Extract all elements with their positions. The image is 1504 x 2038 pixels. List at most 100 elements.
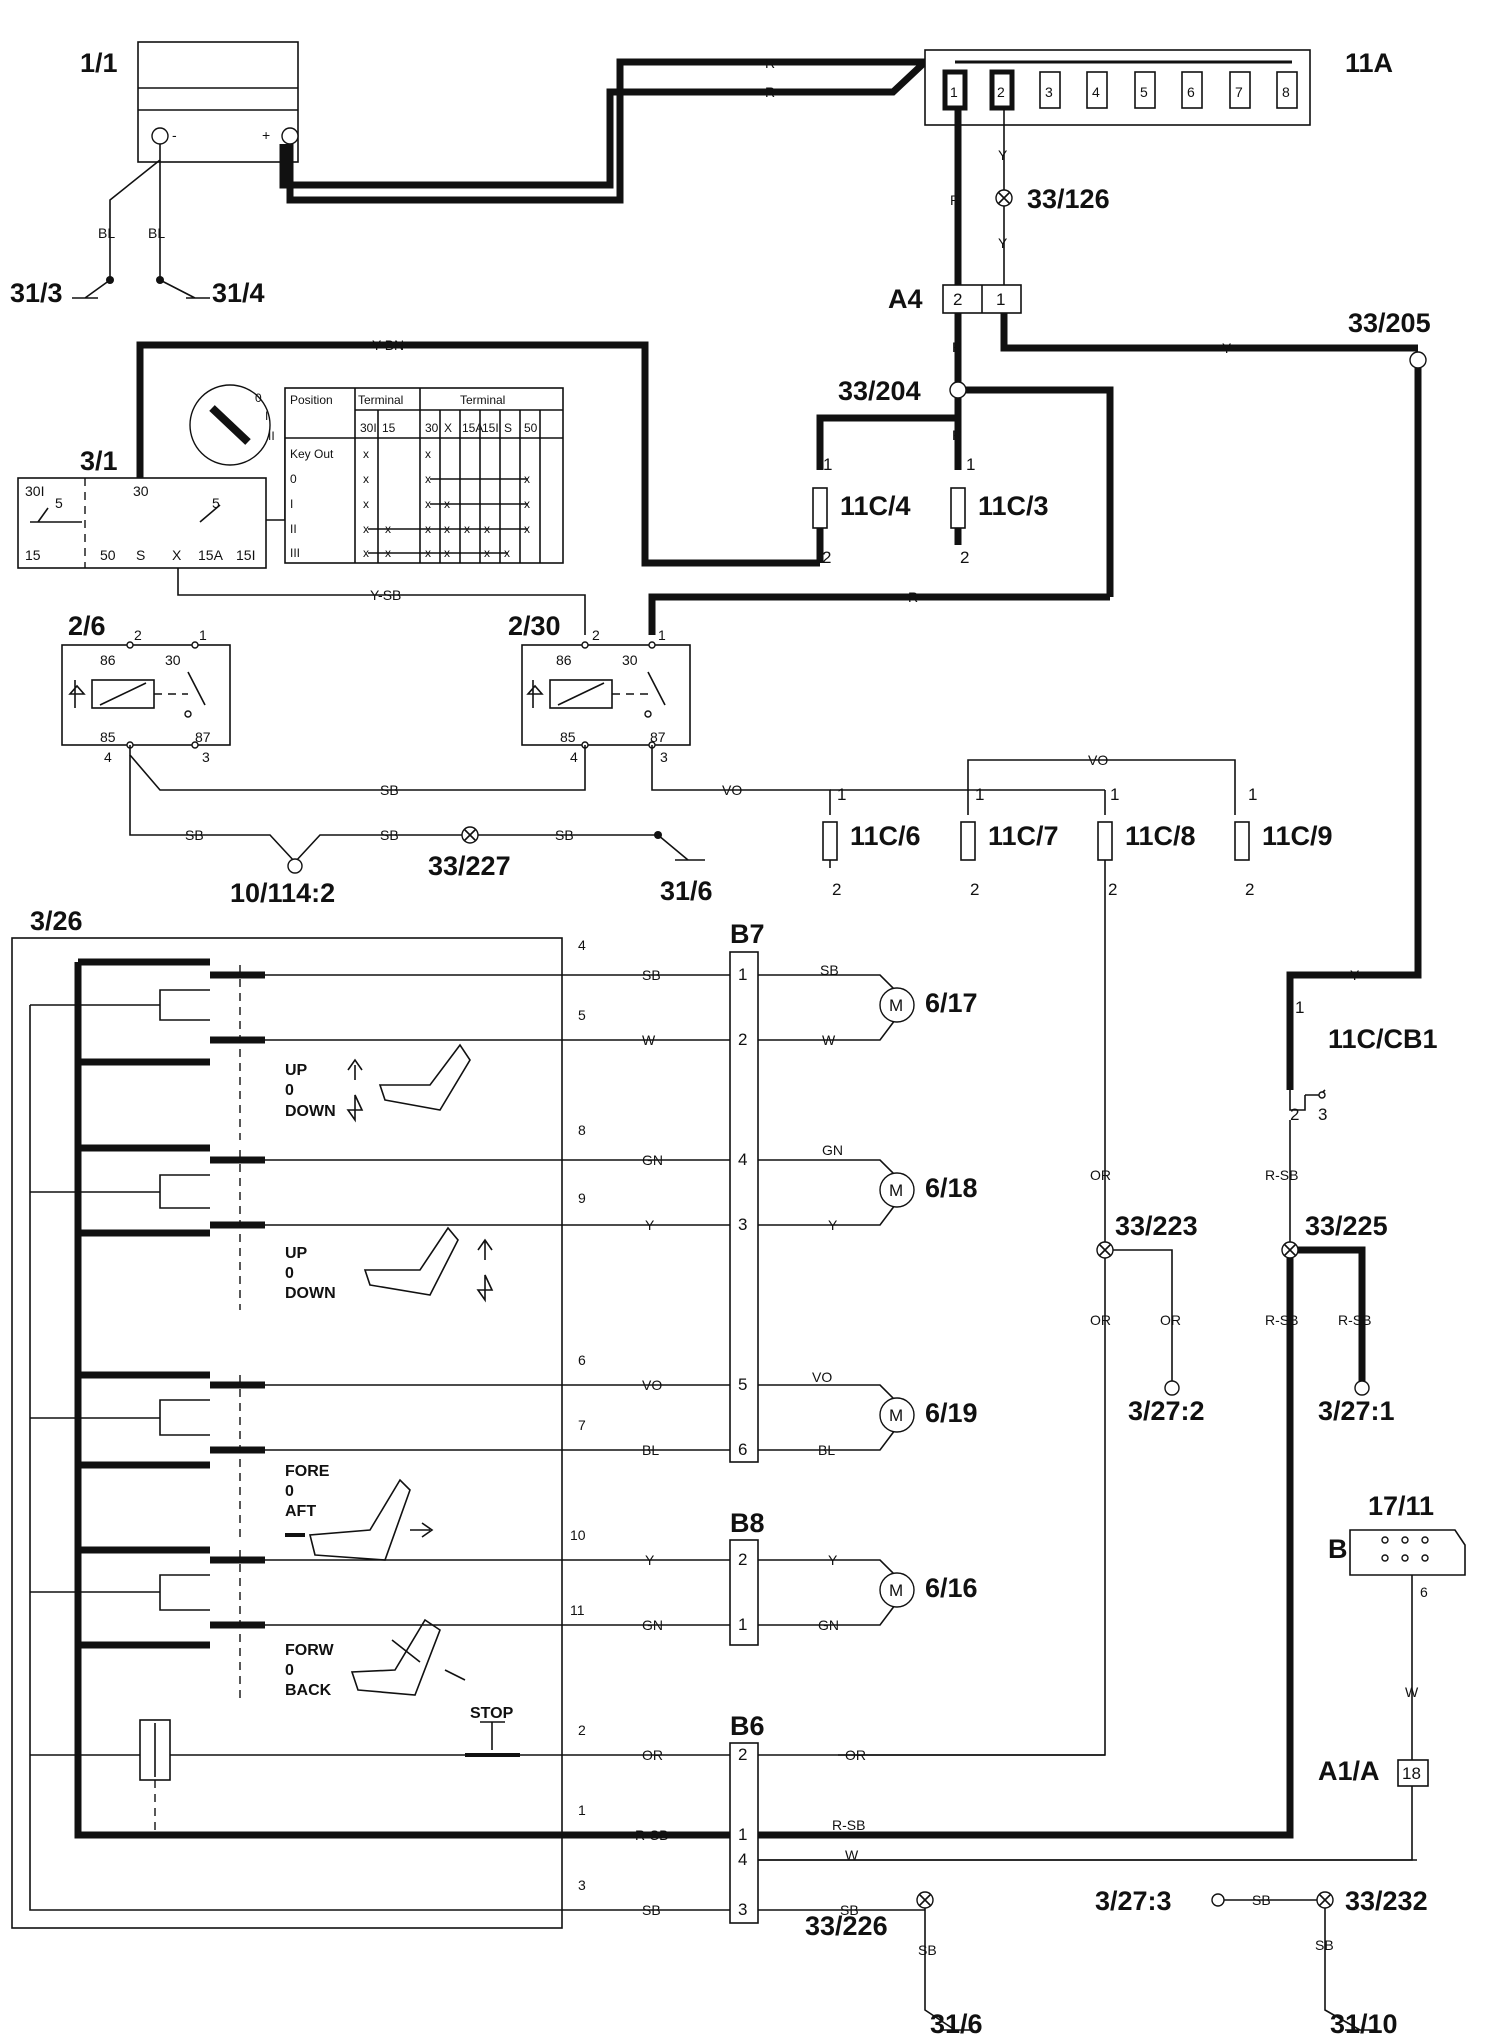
svg-text:SB: SB: [555, 827, 574, 843]
splice-33-205: [1409, 351, 1427, 369]
svg-text:SB: SB: [642, 1902, 661, 1918]
wire-vo-relay: [651, 745, 831, 815]
svg-text:15: 15: [25, 547, 41, 563]
svg-text:GN: GN: [642, 1152, 663, 1168]
svg-text:UP: UP: [285, 1245, 308, 1262]
ignition-table: Position Terminal Terminal 30I 15 30 X 1…: [284, 387, 564, 564]
wire-y-a4: [1000, 313, 1418, 352]
forw-back-arrow-icon: [391, 1639, 466, 1681]
svg-text:FORW: FORW: [285, 1642, 334, 1659]
svg-text:0: 0: [285, 1082, 294, 1099]
connector-b6: [729, 1742, 759, 1924]
wire-label-r-5: R: [952, 427, 962, 443]
battery-minus-label: -: [172, 127, 177, 143]
svg-text:M: M: [889, 1181, 903, 1200]
svg-text:15: 15: [382, 421, 396, 435]
svg-text:R-SB: R-SB: [832, 1817, 865, 1833]
svg-text:1: 1: [578, 1802, 586, 1818]
svg-text:1: 1: [950, 84, 958, 100]
wire-labels-left: SB W GN Y VO BL Y GN OR R-SB SB: [635, 967, 668, 1918]
svg-text:X: X: [444, 421, 452, 435]
connector-a4-label: A4: [888, 284, 923, 314]
svg-text:0: 0: [285, 1483, 294, 1500]
svg-text:Terminal: Terminal: [460, 393, 505, 407]
ground-31-3: 31/3: [10, 278, 63, 308]
splice-33-232-label: 33/232: [1345, 1886, 1428, 1916]
wire-label-vo-2: VO: [1088, 752, 1108, 768]
ignition-switch: [17, 477, 267, 569]
seat-switch-ground-bus: [29, 1005, 555, 1911]
seat-height-icon: [363, 1226, 459, 1296]
svg-text:x: x: [425, 472, 431, 486]
splice-33-226-label: 33/226: [805, 1911, 888, 1941]
motor-6-18: M 6/18: [879, 1172, 978, 1208]
wire-label-r-4: R: [952, 339, 962, 355]
svg-text:2: 2: [592, 627, 600, 643]
svg-text:18: 18: [1402, 1764, 1421, 1783]
svg-text:BACK: BACK: [285, 1682, 332, 1699]
svg-text:11: 11: [570, 1602, 585, 1618]
svg-text:86: 86: [556, 652, 572, 668]
wire-r-sb-main: [742, 1258, 1294, 1839]
svg-text:11C/8: 11C/8: [1125, 821, 1196, 851]
svg-text:x: x: [425, 497, 431, 511]
svg-text:30: 30: [622, 652, 638, 668]
svg-text:1: 1: [1110, 785, 1119, 804]
svg-text:2: 2: [1245, 880, 1254, 899]
svg-text:DOWN: DOWN: [285, 1103, 336, 1120]
svg-text:2: 2: [578, 1722, 586, 1738]
svg-text:1: 1: [975, 785, 984, 804]
svg-text:11C/9: 11C/9: [1262, 821, 1333, 851]
module-b-label: B: [1328, 1534, 1348, 1564]
wire-label-r-2: R: [765, 84, 775, 100]
svg-text:4: 4: [738, 1850, 747, 1869]
splice-33-205-label: 33/205: [1348, 308, 1431, 338]
svg-text:W: W: [642, 1032, 656, 1048]
wire-r-main-2: [279, 59, 928, 189]
splice-33-223-label: 33/223: [1115, 1211, 1198, 1241]
svg-text:SB: SB: [1315, 1937, 1334, 1953]
fuse-11c-6: 1 2 11C/6: [822, 785, 921, 899]
svg-text:11C/3: 11C/3: [978, 491, 1049, 521]
svg-text:SB: SB: [918, 1942, 937, 1958]
svg-text:III: III: [290, 546, 300, 560]
svg-text:2: 2: [832, 880, 841, 899]
svg-text:3: 3: [202, 749, 210, 765]
svg-text:GN: GN: [642, 1617, 663, 1633]
seat-switch-label: 3/26: [30, 906, 83, 936]
svg-text:W: W: [1405, 1684, 1419, 1700]
svg-text:9: 9: [578, 1190, 586, 1206]
svg-text:6/18: 6/18: [925, 1173, 978, 1203]
svg-text:6: 6: [1187, 84, 1195, 100]
svg-text:86: 86: [100, 652, 116, 668]
wire-label-y-bn: Y-BN: [372, 337, 404, 353]
svg-text:SB: SB: [820, 962, 839, 978]
wire-label-bl-1: BL: [98, 225, 115, 241]
switch-up-down-2: UP 0 DOWN: [30, 1144, 555, 1310]
connector-a1a-label: A1/A: [1318, 1756, 1380, 1786]
svg-text:1: 1: [658, 627, 666, 643]
svg-text:8: 8: [578, 1122, 586, 1138]
svg-text:I: I: [265, 409, 268, 423]
svg-text:Y: Y: [645, 1217, 655, 1233]
svg-text:11C/6: 11C/6: [850, 821, 921, 851]
svg-text:x: x: [363, 546, 369, 560]
svg-text:30I: 30I: [25, 483, 44, 499]
switch-up-down-1: UP 0 DOWN: [30, 958, 555, 1140]
svg-text:R-SB: R-SB: [635, 1827, 668, 1843]
wire-label-y-4: Y: [1350, 967, 1360, 983]
svg-text:85: 85: [560, 729, 576, 745]
terminal-10-114-2-label: 10/114:2: [230, 878, 335, 908]
fore-aft-arrow-icon: [410, 1522, 434, 1538]
svg-text:1: 1: [823, 455, 832, 474]
svg-text:3: 3: [1318, 1105, 1327, 1124]
svg-text:87: 87: [195, 729, 211, 745]
motor-6-19: M 6/19: [879, 1397, 978, 1433]
switch-forw-back: FORW 0 BACK: [30, 1546, 555, 1700]
svg-text:GN: GN: [822, 1142, 843, 1158]
relay-2-6-label: 2/6: [68, 611, 106, 641]
svg-text:15A: 15A: [198, 547, 224, 563]
terminal-3-27-1: 3/27:1: [1318, 1396, 1395, 1426]
svg-text:Y: Y: [645, 1552, 655, 1568]
